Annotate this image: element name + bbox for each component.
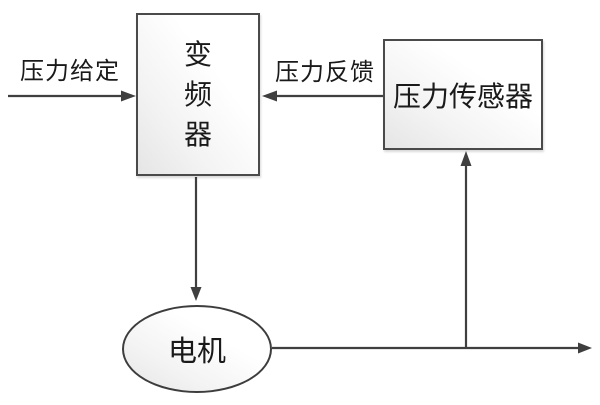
feedback-arrow [262, 90, 383, 102]
drive-arrow [190, 177, 202, 301]
node-motor: 电机 [122, 305, 272, 393]
node-frequency-converter: 变 频 器 [136, 13, 260, 176]
setpoint-arrow [8, 90, 136, 102]
sense-arrow [460, 151, 472, 348]
feedback-arrow-label: 压力反馈 [275, 58, 375, 86]
converter-label-char-3: 器 [183, 117, 212, 151]
setpoint-arrow-label: 压力给定 [20, 57, 120, 85]
output-arrow [272, 342, 592, 354]
sensor-label: 压力传感器 [392, 79, 533, 113]
converter-label-char-2: 频 [183, 77, 212, 111]
motor-label: 电机 [167, 334, 226, 368]
node-pressure-sensor: 压力传感器 [383, 39, 543, 150]
converter-label-char-1: 变 [183, 37, 212, 71]
